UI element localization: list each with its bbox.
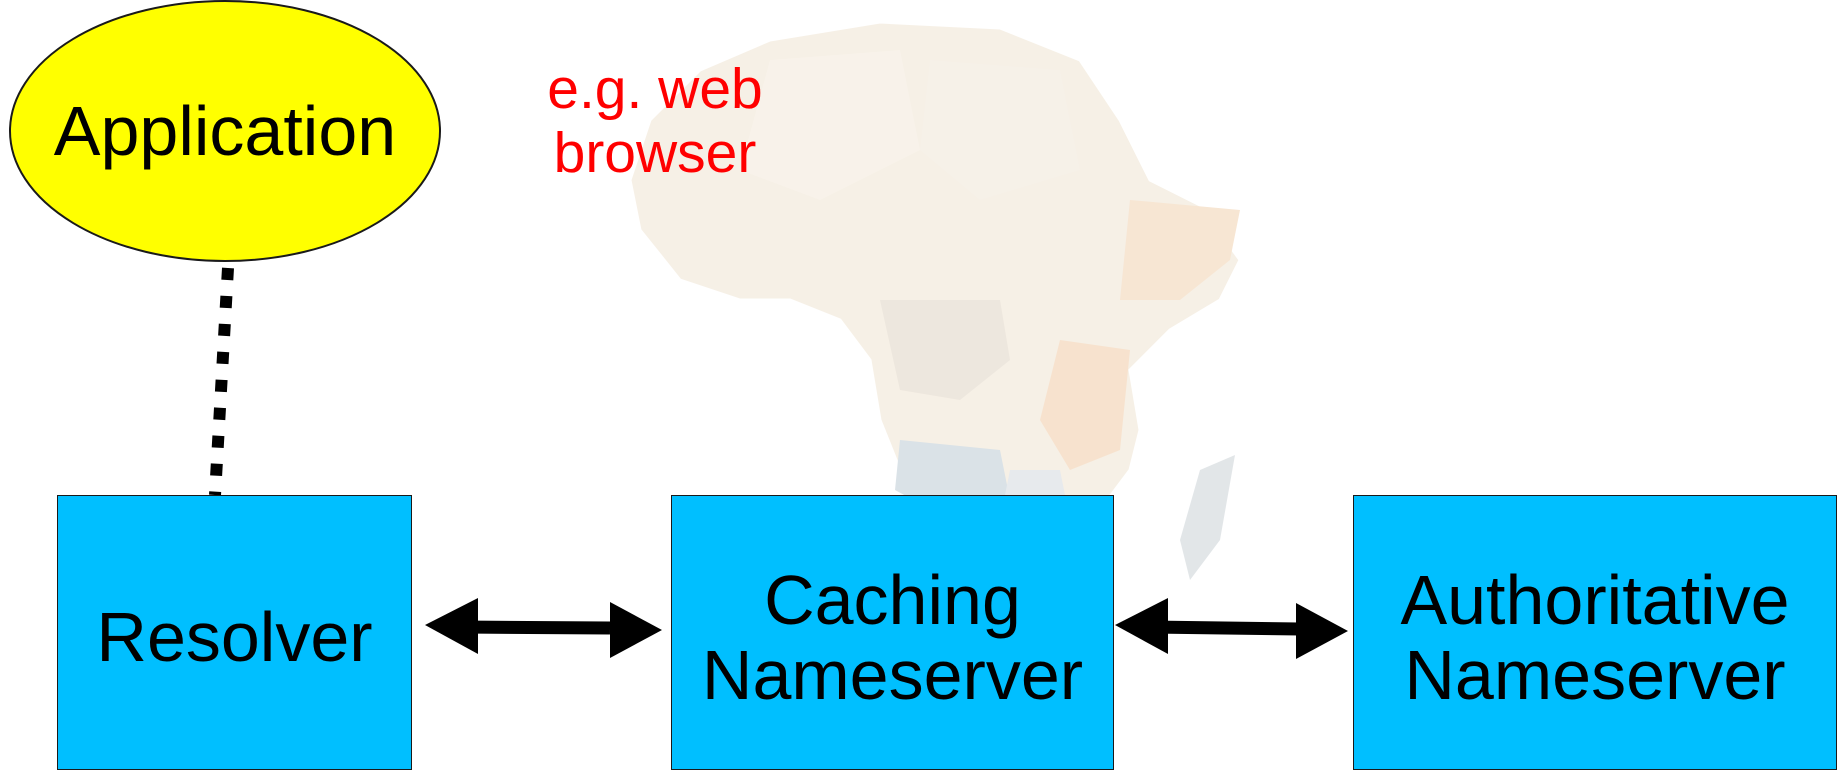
resolver-label: Resolver	[96, 598, 373, 677]
resolver-node: Resolver	[57, 495, 412, 770]
edge-application-resolver	[209, 267, 234, 496]
edge-caching-authoritative	[1115, 598, 1348, 659]
application-ellipse	[9, 0, 441, 262]
authoritative-nameserver-label: Authoritative Nameserver	[1400, 561, 1790, 714]
caching-nameserver-node: Caching Nameserver	[671, 495, 1114, 770]
edge-resolver-caching	[425, 598, 662, 658]
authoritative-nameserver-node: Authoritative Nameserver	[1353, 495, 1837, 770]
caching-nameserver-label: Caching Nameserver	[701, 561, 1084, 714]
annotation-note: e.g. web browser	[547, 57, 763, 185]
